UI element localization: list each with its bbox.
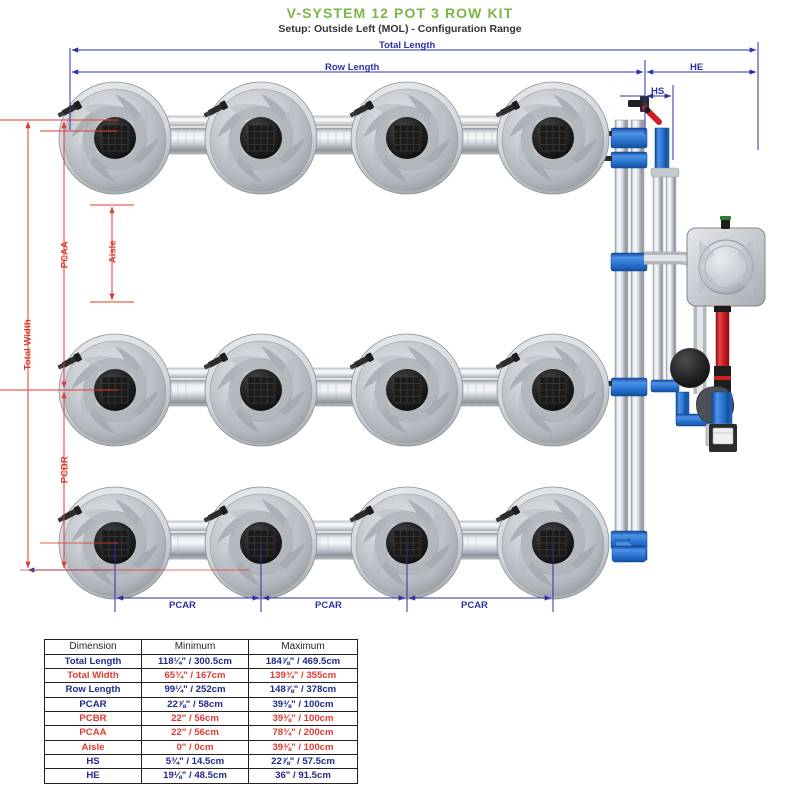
- reservoir-assembly: [644, 216, 766, 452]
- row-1-pipes: [109, 115, 571, 155]
- row-3-pipes: [109, 520, 571, 560]
- cell-maximum: 22⅞" / 57.5cm: [248, 753, 358, 770]
- cell-minimum: 19⅛" / 48.5cm: [141, 768, 249, 784]
- cell-dimension: HS: [44, 753, 142, 770]
- page-title: V-SYSTEM 12 POT 3 ROW KIT: [286, 5, 514, 21]
- dim-label-pcar-1: PCAR: [169, 600, 196, 611]
- cell-dimension: Total Length: [44, 653, 142, 670]
- cell-maximum: 36" / 91.5cm: [248, 768, 358, 784]
- cell-minimum: 0" / 0cm: [141, 739, 249, 755]
- dim-label-hs: HS: [651, 86, 665, 97]
- cell-minimum: 22⅞" / 58cm: [141, 696, 249, 713]
- row1-riser-assembly: [628, 96, 680, 393]
- red-dimension-lines: [0, 119, 250, 571]
- cell-minimum: 65¾" / 167cm: [141, 668, 249, 684]
- cell-minimum: 5¾" / 14.5cm: [141, 753, 249, 770]
- dim-label-total-width: Total Width: [22, 319, 34, 371]
- dim-label-row-length: Row Length: [325, 62, 380, 73]
- cell-maximum: 39⅜" / 100cm: [248, 739, 358, 755]
- dim-label-total-length: Total Length: [379, 40, 436, 51]
- cell-dimension: PCAA: [44, 725, 142, 741]
- dim-label-pcar-3: PCAR: [461, 600, 488, 611]
- cell-dimension: PCBR: [44, 711, 142, 727]
- header-dimension: Dimension: [44, 639, 142, 655]
- manifold-junction-row1: [604, 127, 648, 169]
- cell-maximum: 39⅜" / 100cm: [248, 696, 358, 713]
- cell-minimum: 22" / 56cm: [141, 711, 249, 727]
- cell-dimension: PCAR: [44, 696, 142, 713]
- cell-minimum: 22" / 56cm: [141, 725, 249, 741]
- cell-maximum: 184⅞" / 469.5cm: [248, 653, 358, 670]
- table-header-row: Dimension Minimum Maximum: [44, 639, 358, 655]
- cell-maximum: 139¾" / 355cm: [248, 668, 358, 684]
- cell-maximum: 39⅜" / 100cm: [248, 711, 358, 727]
- cell-maximum: 148⅞" / 378cm: [248, 682, 358, 698]
- vertical-manifold: [604, 119, 648, 563]
- cell-dimension: HE: [44, 768, 142, 784]
- cell-minimum: 99¼" / 252cm: [141, 682, 249, 698]
- cell-minimum: 118¼" / 300.5cm: [141, 653, 249, 670]
- cell-dimension: Total Width: [44, 668, 142, 684]
- manifold-junction-row2: [604, 252, 648, 397]
- blue-dimension-lines: [69, 42, 759, 160]
- page-subtitle: Setup: Outside Left (MOL) - Configuratio…: [278, 23, 522, 35]
- system-layout-drawing: [0, 42, 766, 612]
- cell-maximum: 78¾" / 200cm: [248, 725, 358, 741]
- dim-label-he: HE: [690, 62, 704, 73]
- dim-label-pcaa: PCAA: [59, 241, 71, 269]
- cell-dimension: Row Length: [44, 682, 142, 698]
- dim-label-pcbr: PCBR: [59, 456, 71, 484]
- row-2-pipes: [109, 367, 571, 407]
- cell-dimension: Aisle: [44, 739, 142, 755]
- dim-label-aisle: Aisle: [107, 240, 119, 264]
- header-maximum: Maximum: [248, 639, 358, 655]
- header-minimum: Minimum: [141, 639, 249, 655]
- dim-label-pcar-2: PCAR: [315, 600, 342, 611]
